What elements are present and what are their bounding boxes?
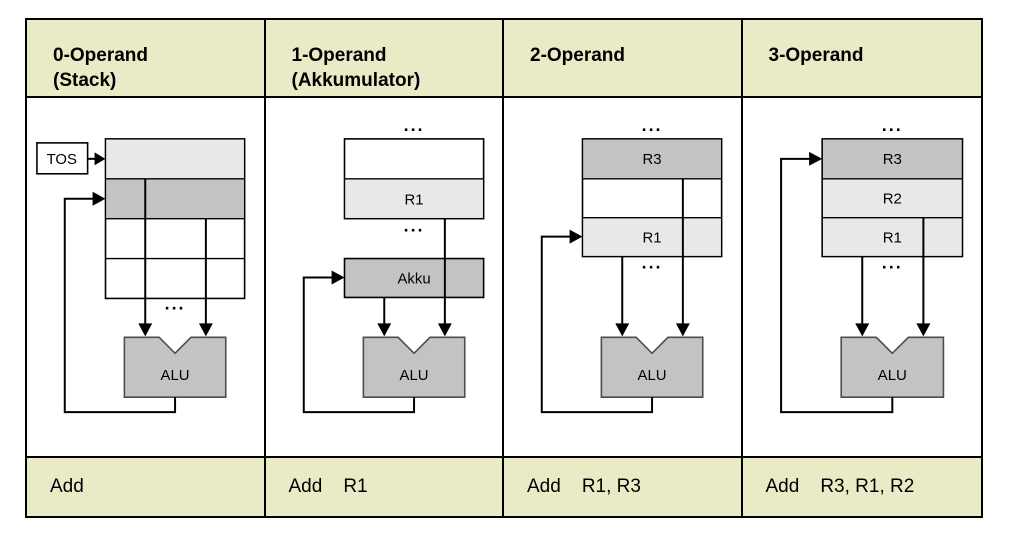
akkumulator-architecture-diagram: ... R1 ... Akku — [302, 115, 484, 414]
header-0-operand-stack: 0-Operand (Stack) — [27, 20, 266, 98]
instruction-cell-akkumulator: Add R1 — [265, 456, 504, 516]
feedback-path — [63, 197, 177, 414]
ellipsis: ... — [403, 216, 424, 236]
header-title: 0-Operand — [53, 45, 149, 66]
alu: ALU — [123, 336, 227, 398]
tos-box — [36, 142, 89, 175]
register-row-r1 — [344, 178, 483, 218]
arrowhead-down — [615, 323, 630, 337]
arrowhead-down — [198, 323, 213, 337]
operand-wires — [376, 218, 452, 337]
operand-wires — [854, 217, 930, 337]
instruction-operands: R3, R1, R2 — [820, 476, 915, 497]
arrowhead-down — [376, 323, 391, 337]
register-row-r3 — [822, 139, 962, 179]
alu-shape — [362, 336, 466, 398]
register-row-r1 — [822, 217, 962, 256]
arrowhead-right — [331, 270, 345, 285]
register-file: R3 R1 — [581, 138, 723, 258]
result-feedback-wire — [779, 151, 893, 414]
alu: ALU — [600, 336, 704, 398]
instruction-operands: R1 — [343, 476, 368, 497]
header-2-operand: 2-Operand — [504, 20, 743, 98]
feedback-path — [540, 235, 654, 414]
arrowhead-right — [808, 151, 822, 166]
two-operand-architecture-diagram: ... R3 R1 ... — [540, 115, 723, 414]
arrowhead-right — [569, 229, 583, 244]
instruction-mnemonic: Add — [527, 476, 561, 497]
instruction-operands: R1, R3 — [581, 476, 641, 497]
register-label-r3: R3 — [643, 151, 662, 168]
ellipsis: ... — [165, 293, 186, 313]
instruction-mnemonic: Add — [50, 476, 84, 497]
alu-label: ALU — [877, 367, 906, 384]
ellipsis: ... — [881, 115, 902, 135]
diagram-1-operand-akkumulator: ... R1 ... Akku — [265, 98, 504, 456]
arrowhead-down — [854, 323, 869, 337]
arrowhead-down — [138, 323, 153, 337]
akku-register: Akku — [343, 257, 484, 299]
register-label-r3: R3 — [882, 151, 901, 168]
instruction-mnemonic: Add — [765, 476, 800, 497]
instruction-cell-3-operand: Add R3, R1, R2 — [742, 456, 981, 516]
alu-shape — [123, 336, 227, 398]
header-3-operand: 3-Operand — [742, 20, 981, 98]
akku-box — [343, 257, 484, 299]
register-label-r1: R1 — [882, 230, 901, 247]
header-title: 1-Operand — [291, 45, 387, 66]
alu-label: ALU — [638, 367, 667, 384]
diagram-0-operand-stack: TOS ... ALU — [27, 98, 266, 456]
architecture-table: 0-Operand (Stack) 1-Operand (Akkumulator… — [25, 18, 983, 518]
stack-architecture-diagram: TOS ... ALU — [36, 138, 246, 414]
alu-shape — [839, 336, 944, 398]
tos-label: TOS — [47, 151, 77, 168]
register-row-r2 — [822, 178, 962, 218]
ellipsis: ... — [642, 115, 663, 135]
result-feedback-wire — [302, 270, 415, 414]
register-row-r3 — [583, 139, 721, 179]
akku-label: Akku — [397, 270, 430, 287]
result-feedback-wire — [63, 191, 177, 414]
feedback-path — [302, 276, 415, 414]
tos-pointer: TOS — [36, 142, 106, 175]
header-title: 2-Operand — [530, 45, 626, 66]
instruction-cell-2-operand: Add R1, R3 — [504, 456, 743, 516]
register-row-r1 — [583, 217, 721, 256]
header-subtitle: (Akkumulator) — [291, 70, 421, 91]
instruction-cell-stack: Add — [27, 456, 266, 516]
diagram-3-operand: ... R3 R2 R1 ... — [742, 98, 981, 456]
alu-label: ALU — [399, 367, 428, 384]
tos-arrowhead — [94, 152, 106, 166]
ellipsis: ... — [403, 115, 424, 135]
arrowhead-right — [92, 191, 106, 206]
register-label-r1: R1 — [404, 192, 423, 209]
stack-row-second — [106, 178, 244, 219]
alu: ALU — [362, 336, 466, 398]
alu-label: ALU — [161, 367, 190, 384]
header-subtitle: (Stack) — [53, 70, 117, 91]
arrowhead-down — [915, 323, 930, 337]
alu-shape — [600, 336, 704, 398]
operand-wires — [615, 178, 690, 337]
diagram-2-operand: ... R3 R1 ... — [504, 98, 743, 456]
feedback-path — [779, 157, 893, 414]
stack-row-tos — [106, 139, 244, 179]
arrowhead-down — [437, 323, 452, 337]
stack-register-file — [104, 138, 246, 300]
arrowhead-down — [675, 323, 690, 337]
alu: ALU — [839, 336, 944, 398]
operand-wires — [138, 178, 213, 337]
register-label-r2: R2 — [882, 191, 901, 208]
result-feedback-wire — [540, 229, 654, 414]
header-title: 3-Operand — [768, 45, 864, 66]
register-file: R1 — [343, 138, 484, 220]
register-label-r1: R1 — [643, 230, 662, 247]
instruction-mnemonic: Add — [288, 476, 323, 497]
three-operand-architecture-diagram: ... R3 R2 R1 ... — [779, 115, 963, 414]
ellipsis: ... — [881, 253, 902, 273]
ellipsis: ... — [642, 252, 663, 272]
header-1-operand-akkumulator: 1-Operand (Akkumulator) — [265, 20, 504, 98]
register-file: R3 R2 R1 — [820, 138, 963, 258]
